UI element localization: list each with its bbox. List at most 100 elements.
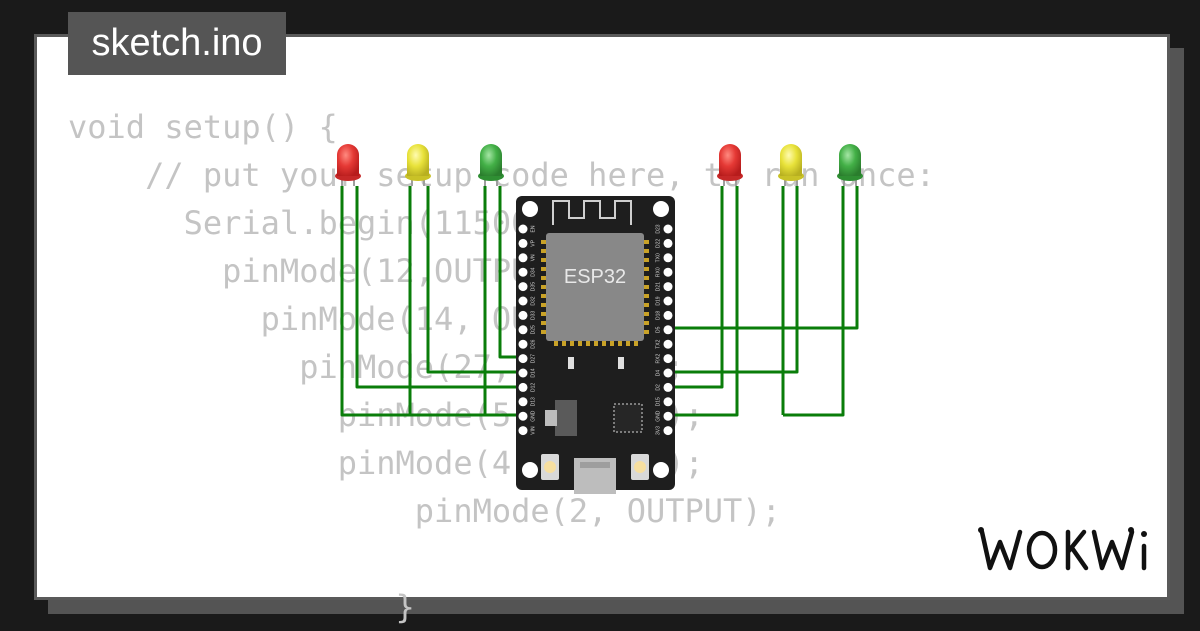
wokwi-logo: [978, 527, 1147, 571]
wire: [426, 186, 524, 374]
pin-label: TX0: [655, 253, 661, 262]
pin[interactable]: [518, 267, 528, 277]
pin-label: D15: [655, 397, 661, 406]
reset-button[interactable]: [631, 454, 649, 480]
pin[interactable]: [518, 310, 528, 320]
pin-label: D14: [530, 368, 536, 377]
pin-label: VIN: [530, 426, 536, 435]
code-line: void setup() {: [68, 108, 338, 146]
pin-label: GND: [655, 410, 661, 422]
pin-label: D4: [655, 370, 661, 377]
pin-label: 3V3: [655, 426, 661, 435]
pin[interactable]: [518, 253, 528, 263]
led-group: [335, 144, 863, 186]
pin-label: D27: [530, 354, 536, 363]
pin[interactable]: [663, 310, 673, 320]
pin[interactable]: [663, 253, 673, 263]
pin[interactable]: [663, 339, 673, 349]
pin[interactable]: [518, 238, 528, 248]
mount-hole: [522, 462, 538, 478]
wire: [340, 186, 524, 417]
led-yellow-left[interactable]: [405, 144, 431, 186]
pin-label: VP: [530, 239, 536, 246]
pin-label: D23: [655, 224, 661, 233]
pin[interactable]: [663, 325, 673, 335]
pin[interactable]: [518, 411, 528, 421]
pin-label: D18: [655, 311, 661, 320]
code-line: }: [68, 588, 415, 626]
pin-label: D34: [530, 267, 536, 276]
pin-label: D32: [530, 296, 536, 305]
led-red-right[interactable]: [717, 144, 743, 186]
pin[interactable]: [663, 224, 673, 234]
pin-label: VN: [530, 254, 536, 261]
pin-label: D33: [530, 311, 536, 320]
pin-label: GND: [530, 410, 536, 422]
pin-label: D12: [530, 383, 536, 392]
chip-label: ESP32: [564, 266, 626, 288]
pin[interactable]: [518, 325, 528, 335]
pin[interactable]: [518, 296, 528, 306]
code-line: // put your setup code here, to run once…: [145, 156, 935, 194]
pin-label: D21: [655, 282, 661, 291]
code-line: pinMode(2, OUTPUT);: [68, 492, 781, 530]
regulator-tab: [545, 410, 557, 426]
pin-label: D19: [655, 296, 661, 305]
pin-label: TX2: [655, 339, 661, 348]
pin-label: D22: [655, 239, 661, 248]
pin[interactable]: [518, 339, 528, 349]
pin-label: EN: [530, 225, 536, 232]
smd-component: [618, 357, 624, 369]
pin-label: D35: [530, 282, 536, 291]
wire: [666, 186, 859, 330]
pin[interactable]: [663, 267, 673, 277]
pin-label: D26: [530, 339, 536, 348]
led-red-left[interactable]: [335, 144, 361, 186]
pin[interactable]: [518, 426, 528, 436]
mount-hole: [653, 462, 669, 478]
pin[interactable]: [518, 354, 528, 364]
wire: [666, 186, 724, 389]
pin[interactable]: [518, 368, 528, 378]
wire: [783, 186, 845, 417]
pin[interactable]: [663, 282, 673, 292]
led-yellow-right[interactable]: [778, 144, 804, 186]
pin-label: D5: [655, 326, 661, 333]
boot-button[interactable]: [541, 454, 559, 480]
wire: [355, 186, 524, 389]
wires: [340, 186, 859, 417]
pin[interactable]: [518, 397, 528, 407]
esp32-board[interactable]: ESP32 ENVPVND34D35D32D33D25D26D27D14D12D…: [516, 196, 675, 494]
pin[interactable]: [518, 224, 528, 234]
led-green-right[interactable]: [837, 144, 863, 186]
antenna: [552, 200, 632, 225]
wire: [666, 186, 799, 374]
pin[interactable]: [663, 382, 673, 392]
usb-uart-chip: [613, 403, 643, 433]
pin[interactable]: [518, 282, 528, 292]
pin-label: RX0: [655, 267, 661, 277]
pin[interactable]: [663, 238, 673, 248]
pin-label: D25: [530, 325, 536, 334]
mount-hole: [653, 201, 669, 217]
led-green-left[interactable]: [478, 144, 504, 186]
pin[interactable]: [518, 382, 528, 392]
pin-label: D2: [655, 384, 661, 391]
mount-hole: [522, 201, 538, 217]
pin[interactable]: [663, 368, 673, 378]
voltage-regulator: [555, 400, 577, 436]
pin[interactable]: [663, 397, 673, 407]
pin[interactable]: [663, 354, 673, 364]
esp32-chip: [546, 233, 644, 341]
pin[interactable]: [663, 426, 673, 436]
wire: [666, 186, 739, 417]
pin[interactable]: [663, 411, 673, 421]
pin-label: D13: [530, 397, 536, 406]
file-tab[interactable]: sketch.ino: [68, 12, 286, 75]
pin-label: RX2: [655, 354, 661, 364]
smd-component: [568, 357, 574, 369]
pin[interactable]: [663, 296, 673, 306]
